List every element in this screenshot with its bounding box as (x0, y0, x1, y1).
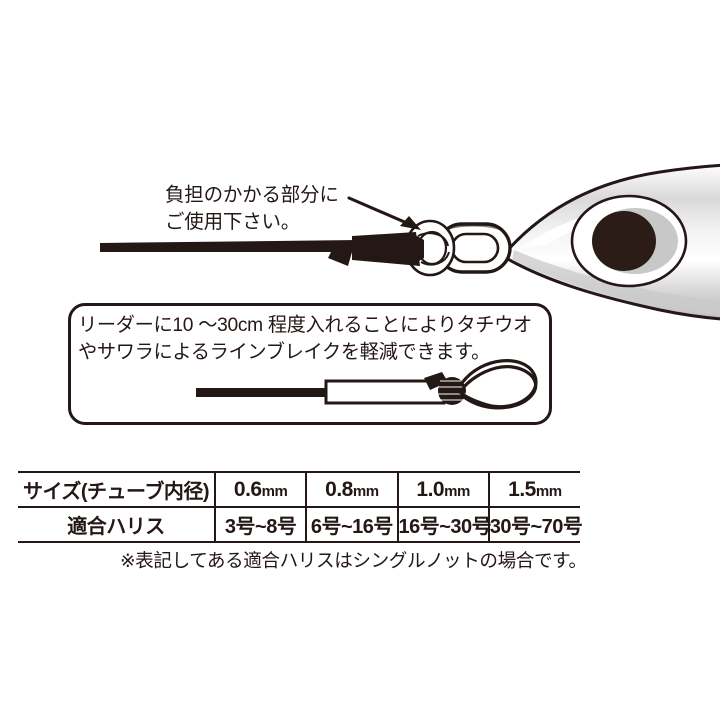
row-label-size: サイズ(チューブ内径) (18, 471, 215, 507)
cell-size-3: 1.0mm (396, 471, 489, 507)
cell-harisu-2: 6号~16号 (305, 506, 398, 543)
spec-table: サイズ(チューブ内径) 0.6mm 0.8mm 1.0mm 1.5mm 適合ハリ… (18, 471, 583, 543)
cell-harisu-4: 30号~70号 (487, 506, 583, 543)
cell-size-2-value: 0.8 (325, 477, 353, 501)
split-ring (404, 219, 456, 277)
cell-harisu-3: 16号~30号 (396, 506, 492, 543)
leader-line (100, 240, 358, 266)
info-box-text: リーダーに10 〜30cm 程度入れることによりタチウオ やサワラによるラインブ… (78, 315, 532, 363)
cell-size-2: 0.8mm (305, 471, 398, 507)
cell-size-1: 0.6mm (213, 471, 307, 507)
metal-jig-body (504, 163, 720, 321)
jig-eye (570, 194, 688, 288)
cell-size-4-unit: mm (535, 482, 562, 500)
cell-size-4-value: 1.5 (508, 477, 536, 501)
callout-text: 負担のかかる部分に ご使用下さい。 (165, 184, 339, 233)
table-row: サイズ(チューブ内径) 0.6mm 0.8mm 1.0mm 1.5mm (18, 471, 580, 507)
row-label-harisu: 適合ハリス (18, 506, 215, 543)
table-row: 適合ハリス 3号~8号 6号~16号 16号~30号 30号~70号 (18, 506, 583, 543)
cell-size-1-unit: mm (261, 482, 288, 500)
cell-size-2-unit: mm (352, 482, 379, 500)
solid-ring (436, 222, 512, 274)
protective-tube (352, 232, 424, 266)
cell-size-1-value: 0.6 (233, 477, 262, 501)
footnote-text: ※表記してある適合ハリスはシングルノットの場合です。 (120, 550, 587, 571)
cell-size-4: 1.5mm (487, 471, 580, 507)
cell-harisu-1: 3号~8号 (213, 506, 307, 543)
cell-size-3-value: 1.0 (416, 477, 445, 501)
cell-size-3-unit: mm (444, 482, 470, 500)
